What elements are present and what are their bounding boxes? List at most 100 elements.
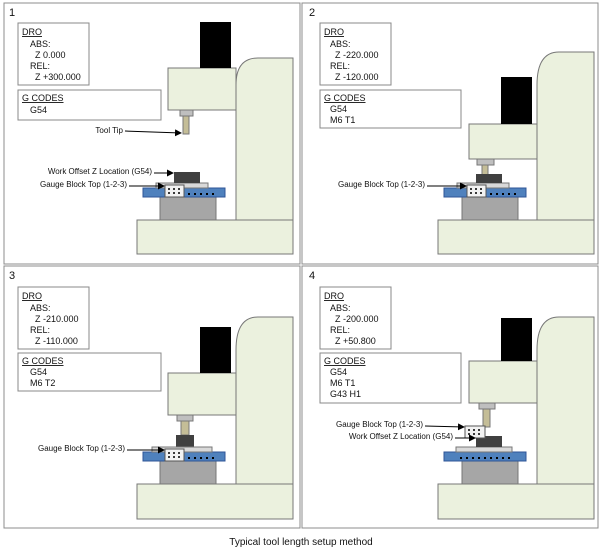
- callout-gauge-block: Gauge Block Top (1-2-3): [336, 420, 423, 429]
- table-t-slots: [490, 193, 516, 195]
- panel-4: 4 DRO ABS: Z -200.000 REL: Z +50.800 G C…: [309, 270, 595, 520]
- dro-abs-label: ABS:: [30, 39, 51, 49]
- machine-knee: [159, 460, 217, 485]
- machine-column: [536, 51, 595, 221]
- gauge-block: [164, 184, 185, 198]
- dro-abs-value: Z -220.000: [335, 50, 379, 60]
- gauge-block: [164, 448, 185, 462]
- gcodes-box: G CODES G54: [17, 89, 162, 121]
- gcodes-box: G CODES G54 M6 T2: [17, 352, 162, 392]
- spindle-motor: [200, 327, 231, 373]
- dro-rel-label: REL:: [330, 61, 350, 71]
- tool: [182, 115, 190, 135]
- gcodes-line: G54: [30, 105, 47, 115]
- spindle-motor: [501, 318, 532, 361]
- dro-box: DRO ABS: Z 0.000 REL: Z +300.000: [17, 22, 90, 86]
- panel-number: 3: [9, 270, 15, 282]
- gcodes-line: G54: [330, 367, 347, 377]
- milling-machine: [136, 316, 294, 520]
- spindle-head: [167, 67, 237, 111]
- spindle-head: [167, 372, 237, 416]
- gcodes-box: G CODES G54 M6 T1 G43 H1: [319, 352, 462, 404]
- vise-base: [455, 446, 513, 453]
- gcodes-title: G CODES: [324, 93, 366, 103]
- dro-abs-value: Z 0.000: [35, 50, 66, 60]
- callout-arrow: [124, 129, 182, 137]
- workpiece: [476, 436, 502, 447]
- gcodes-line: M6 T1: [330, 378, 355, 388]
- gcodes-box: G CODES G54 M6 T1: [319, 89, 462, 129]
- workpiece: [476, 174, 502, 183]
- tool-holder: [478, 402, 496, 410]
- spindle-motor: [200, 22, 231, 68]
- tool: [482, 408, 491, 428]
- dro-title: DRO: [22, 27, 42, 37]
- dro-rel-label: REL:: [30, 325, 50, 335]
- callout-gauge-block: Gauge Block Top (1-2-3): [38, 444, 125, 453]
- table-t-slots: [188, 457, 214, 459]
- callout-arrow: [424, 423, 465, 431]
- spindle-motor: [501, 77, 532, 124]
- tool: [180, 420, 190, 436]
- dro-title: DRO: [324, 291, 344, 301]
- machine-base: [437, 483, 595, 520]
- dro-rel-value: Z -110.000: [35, 336, 78, 346]
- panel-number: 2: [309, 7, 315, 19]
- gcodes-title: G CODES: [22, 356, 64, 366]
- dro-abs-label: ABS:: [30, 303, 51, 313]
- milling-machine: [437, 51, 595, 255]
- callout-work-offset: Work Offset Z Location (G54): [349, 432, 454, 441]
- dro-box: DRO ABS: Z -200.000 REL: Z +50.800: [319, 286, 392, 350]
- panel-3: 3 DRO ABS: Z -210.000 REL: Z -110.000 G …: [9, 270, 294, 520]
- tool-collet: [176, 435, 194, 450]
- gcodes-line: M6 T2: [30, 378, 55, 388]
- dro-abs-label: ABS:: [330, 39, 351, 49]
- machine-base: [136, 483, 294, 520]
- panel-number: 1: [9, 7, 15, 19]
- dro-rel-value: Z -120.000: [335, 72, 379, 82]
- gcodes-title: G CODES: [324, 356, 366, 366]
- gauge-block-holes: [168, 188, 180, 194]
- dro-abs-value: Z -200.000: [335, 314, 379, 324]
- gauge-block-holes: [168, 452, 180, 458]
- dro-rel-label: REL:: [330, 325, 350, 335]
- gauge-block-holes: [470, 188, 482, 194]
- dro-box: DRO ABS: Z -210.000 REL: Z -110.000: [17, 286, 90, 350]
- dro-rel-value: Z +50.800: [335, 336, 376, 346]
- tool-holder: [176, 414, 194, 422]
- dro-rel-value: Z +300.000: [35, 72, 81, 82]
- spindle-head: [468, 123, 538, 160]
- gcodes-line: M6 T1: [330, 115, 355, 125]
- gauge-block: [466, 184, 487, 198]
- panel-1: 1 DRO ABS: Z 0.000 REL: Z +300.000 G COD…: [9, 7, 294, 255]
- workpiece: [174, 172, 200, 183]
- dro-title: DRO: [324, 27, 344, 37]
- machine-column: [536, 316, 595, 485]
- gcodes-line: G43 H1: [330, 389, 361, 399]
- machine-base: [136, 219, 294, 255]
- callout-gauge-block: Gauge Block Top (1-2-3): [338, 180, 425, 189]
- panel-number: 4: [309, 270, 315, 282]
- gcodes-title: G CODES: [22, 93, 64, 103]
- machine-knee: [461, 460, 519, 485]
- table-t-slots: [188, 193, 214, 195]
- tool-holder: [179, 109, 194, 117]
- machine-knee: [159, 196, 217, 221]
- callout-work-offset: Work Offset Z Location (G54): [48, 167, 153, 176]
- gauge-block: [464, 425, 486, 439]
- dro-abs-label: ABS:: [330, 303, 351, 313]
- gcodes-line: G54: [30, 367, 47, 377]
- tool-holder: [476, 158, 495, 166]
- milling-machine: [136, 22, 294, 255]
- machine-column: [235, 316, 294, 485]
- machine-table: [443, 451, 527, 462]
- panel-2: 2 DRO ABS: Z -220.000 REL: Z -120.000 G …: [309, 7, 595, 255]
- figure-caption: Typical tool length setup method: [229, 537, 372, 548]
- dro-title: DRO: [22, 291, 42, 301]
- dro-abs-value: Z -210.000: [35, 314, 79, 324]
- machine-column: [235, 57, 294, 221]
- machine-base: [437, 219, 595, 255]
- callout-tool-tip: Tool Tip: [95, 126, 123, 135]
- spindle-head: [468, 360, 538, 404]
- dro-rel-label: REL:: [30, 61, 50, 71]
